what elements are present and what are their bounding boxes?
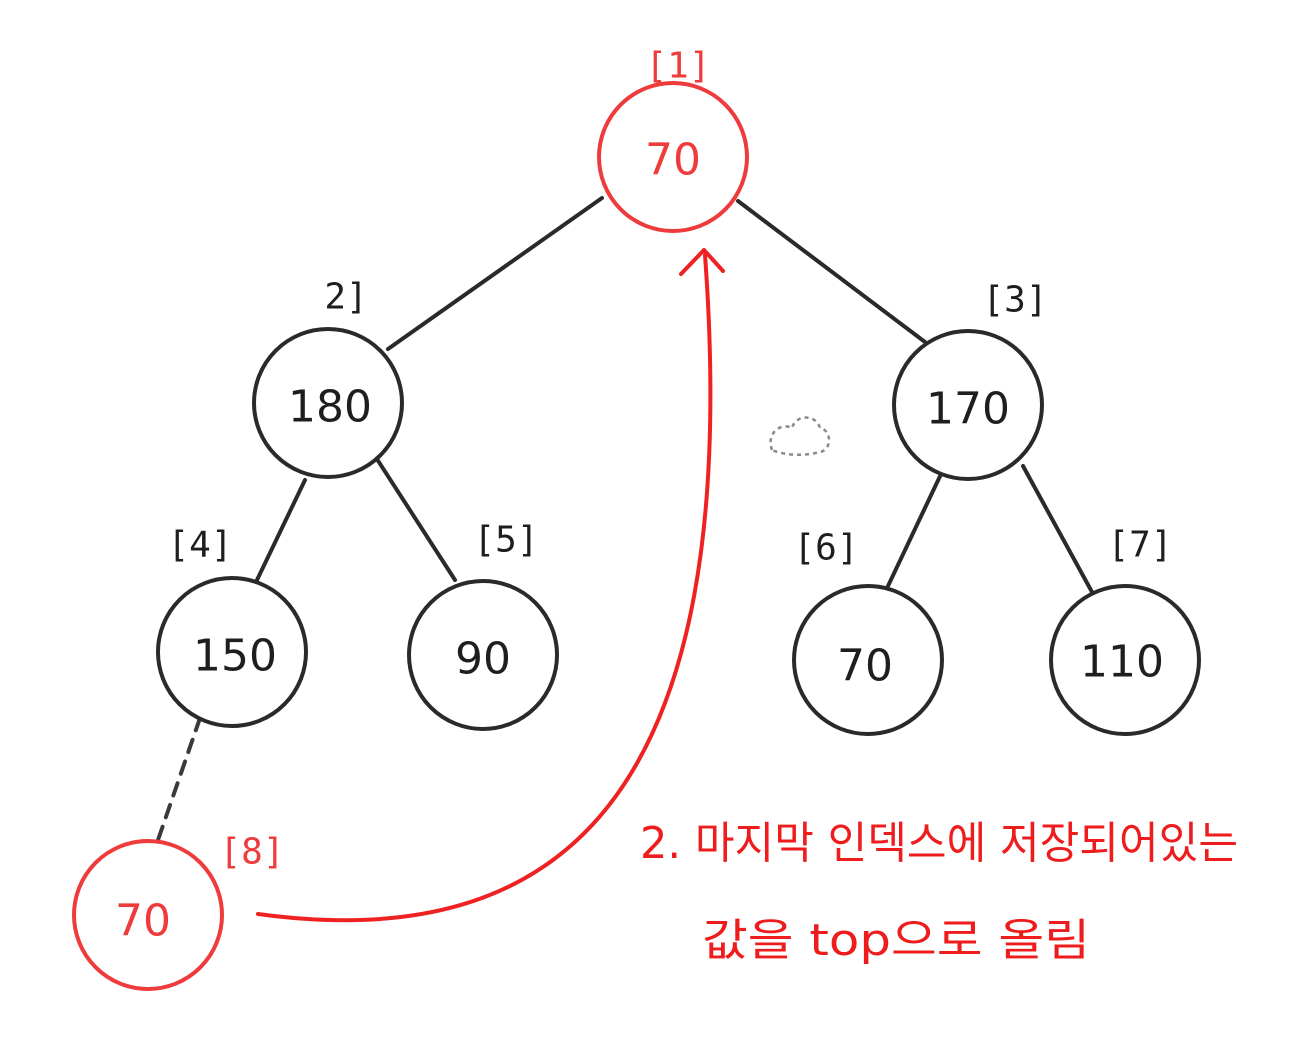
annotation-line-1: 2. 마지막 인덱스에 저장되어있는 bbox=[640, 818, 1238, 869]
edge-1-3 bbox=[736, 199, 927, 344]
node-value: 70 bbox=[645, 135, 701, 186]
heap-node-6: 70 [6] bbox=[792, 528, 944, 736]
node-index-label: [5] bbox=[473, 520, 538, 561]
edge-3-7 bbox=[1021, 464, 1094, 594]
node-circle bbox=[597, 81, 749, 233]
heap-node-3: 170 [3] bbox=[892, 280, 1048, 481]
node-circle bbox=[1049, 584, 1201, 736]
heap-node-7: 110 [7] bbox=[1049, 525, 1201, 736]
cloud-doodle bbox=[769, 416, 831, 456]
node-value: 180 bbox=[288, 382, 372, 433]
node-index-label: [3] bbox=[982, 280, 1047, 321]
move-arrow bbox=[256, 253, 713, 923]
heap-node-5: 90 [5] bbox=[407, 520, 559, 731]
node-circle bbox=[792, 584, 944, 736]
arrow-head bbox=[679, 248, 725, 276]
node-index-label: [4] bbox=[167, 525, 232, 566]
node-index-label: [6] bbox=[793, 528, 858, 569]
node-circle bbox=[252, 327, 404, 479]
heap-node-8: 70 [8] bbox=[72, 832, 285, 991]
node-value: 70 bbox=[115, 896, 171, 947]
edge-4-8-dashed bbox=[156, 716, 202, 842]
annotation-line-2: 값을 top으로 올림 bbox=[702, 915, 1090, 966]
node-index-label: [7] bbox=[1107, 525, 1172, 566]
node-value: 150 bbox=[193, 631, 277, 682]
edge-2-5 bbox=[373, 454, 457, 582]
node-circle bbox=[156, 576, 308, 728]
node-circle bbox=[892, 329, 1044, 481]
node-value: 70 bbox=[837, 641, 893, 692]
node-index-label: [8] bbox=[219, 832, 284, 873]
node-circle bbox=[407, 579, 559, 731]
heap-node-2: 180 2] bbox=[252, 277, 404, 479]
heap-node-1: 70 [1] bbox=[597, 46, 749, 233]
node-value: 110 bbox=[1080, 637, 1164, 688]
node-circle bbox=[72, 839, 224, 991]
node-index-label: [1] bbox=[645, 46, 710, 87]
edge-2-4 bbox=[255, 478, 307, 582]
node-value: 90 bbox=[455, 634, 511, 685]
edge-3-6 bbox=[886, 470, 944, 588]
heap-node-4: 150 [4] bbox=[156, 525, 308, 728]
node-index-label: 2] bbox=[324, 277, 367, 318]
node-value: 170 bbox=[926, 384, 1010, 435]
edge-1-2 bbox=[386, 196, 604, 351]
